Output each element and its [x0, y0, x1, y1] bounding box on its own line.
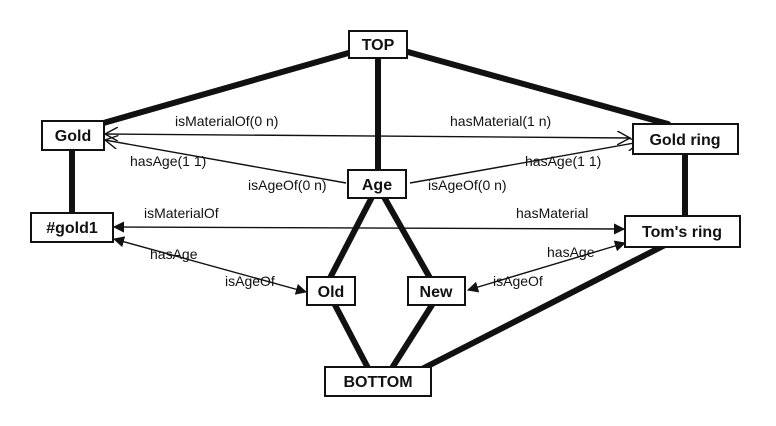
- node-new: New: [407, 276, 466, 306]
- label-is-age-of-new: isAgeOf: [493, 273, 543, 289]
- label-is-material-of-0n: isMaterialOf(0 n): [175, 113, 278, 129]
- node-gold-ring: Gold ring: [632, 123, 739, 155]
- node-gold1-label: #gold1: [46, 220, 98, 237]
- label-is-age-of-old: isAgeOf: [225, 273, 275, 289]
- line-gold1-old: [112, 236, 308, 295]
- label-has-material: hasMaterial: [516, 205, 588, 221]
- node-old: Old: [306, 276, 356, 306]
- node-old-label: Old: [318, 284, 345, 301]
- line-tomsring-new: [466, 240, 627, 293]
- node-age-label: Age: [362, 177, 392, 194]
- node-toms-ring-label: Tom's ring: [642, 224, 722, 241]
- line-top-gold: [97, 49, 355, 127]
- label-is-age-of-gold: isAgeOf(0 n): [248, 177, 327, 193]
- line-old-bottom: [332, 302, 371, 371]
- label-has-material-1n: hasMaterial(1 n): [450, 113, 551, 129]
- label-is-age-of-goldring: isAgeOf(0 n): [428, 177, 507, 193]
- label-has-age-gold1: hasAge: [150, 246, 198, 262]
- relation-lines: [105, 134, 640, 295]
- node-toms-ring: Tom's ring: [624, 215, 741, 248]
- line-tomsring-bottom: [417, 242, 668, 373]
- label-has-age-toms: hasAge: [547, 244, 595, 260]
- label-has-age-goldring: hasAge(1 1): [525, 153, 601, 169]
- node-gold1: #gold1: [30, 212, 114, 243]
- line-gold-goldring-material: [105, 134, 630, 138]
- line-gold-age: [105, 140, 347, 184]
- line-age-new: [381, 194, 433, 281]
- line-top-goldring: [405, 49, 671, 127]
- label-is-material-of: isMaterialOf: [144, 205, 219, 221]
- node-gold-ring-label: Gold ring: [649, 132, 720, 149]
- node-gold-label: Gold: [55, 128, 91, 145]
- node-bottom: BOTTOM: [324, 366, 432, 397]
- line-new-bottom: [389, 302, 435, 371]
- node-gold: Gold: [41, 120, 105, 151]
- line-age-old: [327, 194, 375, 281]
- node-top-label: TOP: [362, 37, 395, 54]
- node-bottom-label: BOTTOM: [343, 374, 412, 391]
- node-age: Age: [347, 169, 407, 199]
- line-gold1-tomsring-material: [112, 221, 626, 235]
- node-top: TOP: [348, 30, 408, 59]
- line-goldring-age: [409, 142, 640, 184]
- edge-labels: isMaterialOf(0 n) hasMaterial(1 n) hasAg…: [130, 113, 601, 289]
- label-has-age-gold: hasAge(1 1): [130, 153, 206, 169]
- node-new-label: New: [420, 284, 453, 301]
